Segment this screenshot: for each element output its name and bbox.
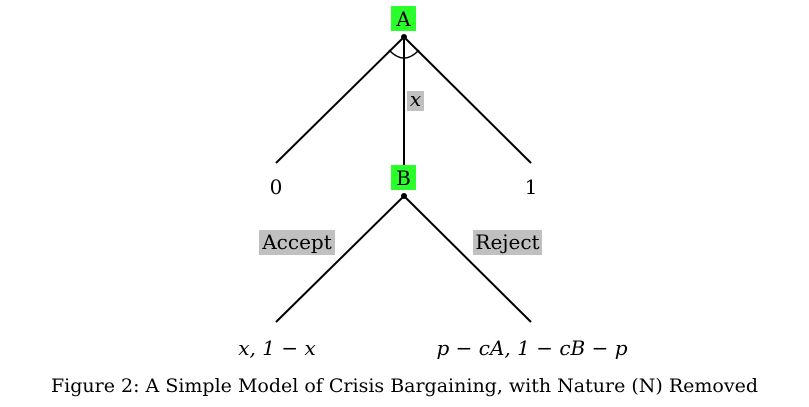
node-b-label: B [396,166,411,190]
node-b-dot [401,193,407,199]
reject-label: Reject [475,230,539,254]
node-a-dot [401,34,407,40]
edge-b-right [403,195,532,323]
node-a-label: A [395,7,411,31]
node-a: A [391,6,416,31]
accept-payoff: x, 1 − x [238,336,315,360]
accept-label: Accept [261,230,332,254]
edge-b-left [275,195,405,323]
reject-payoff: p − cA, 1 − cB − p [436,336,627,360]
right-payoff: 1 [525,175,538,199]
node-b: B [391,165,416,190]
reject-label-box [473,230,542,255]
figure-caption: Figure 2: A Simple Model of Crisis Barga… [51,375,758,397]
offer-label: x [410,87,421,111]
left-payoff: 0 [270,175,283,199]
accept-label-box [259,230,335,255]
node-b-box [391,165,416,190]
edge-a-right [403,36,532,164]
node-a-box [391,6,416,31]
edge-a-left [275,36,405,164]
offer-label-box [407,91,424,111]
